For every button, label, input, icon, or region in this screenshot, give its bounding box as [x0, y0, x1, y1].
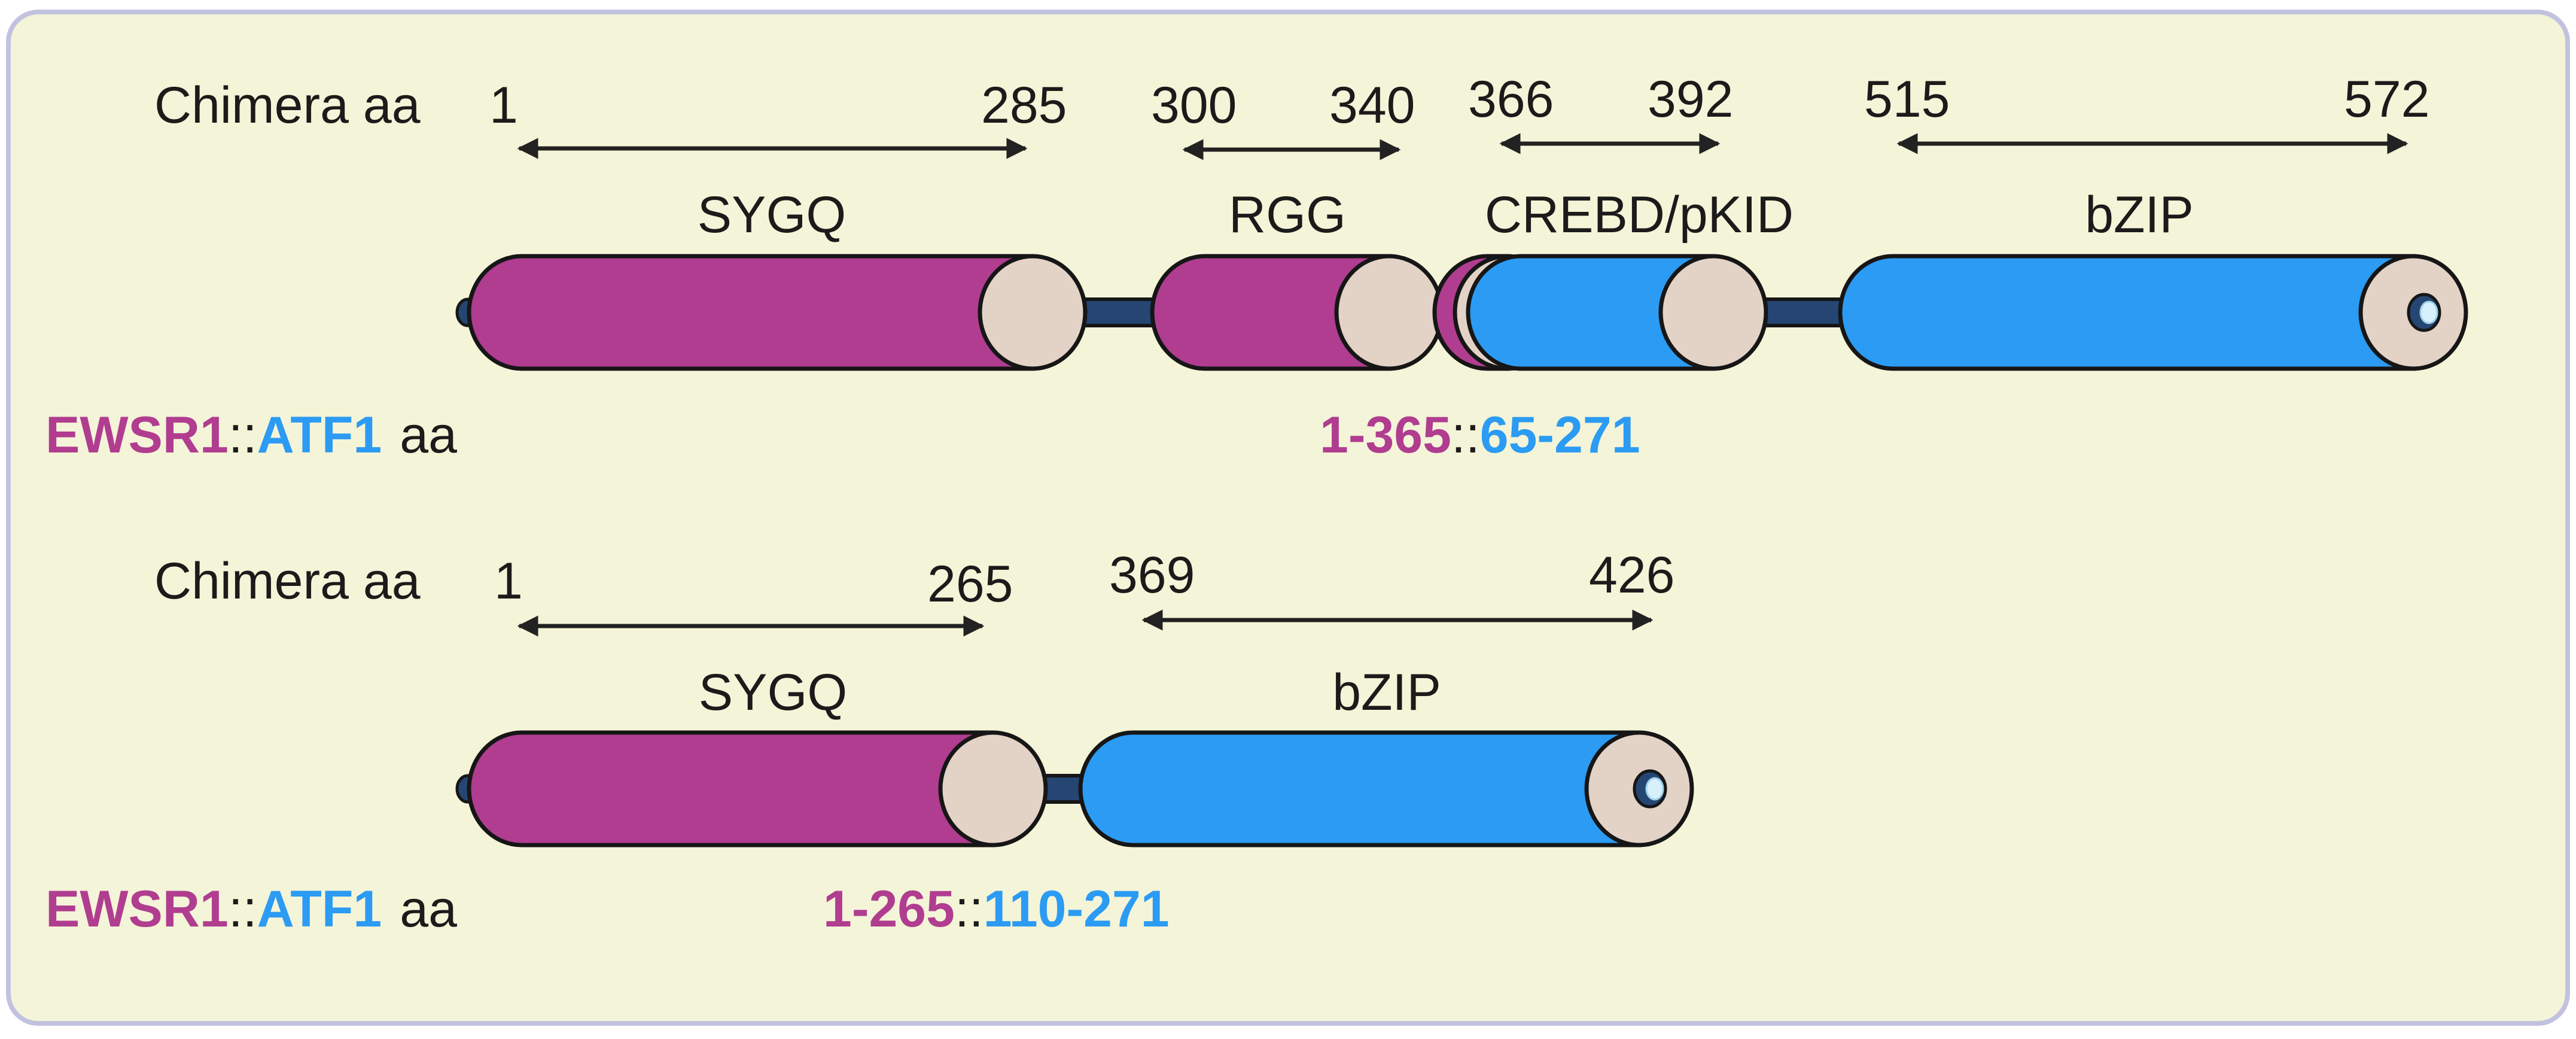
protein-cylinders	[455, 254, 2468, 371]
svg-text:1-365::65-271: 1-365::65-271	[1320, 406, 1640, 464]
fusion-separator: ::	[229, 880, 257, 938]
crebd-pkid-domain-cylinder	[1466, 254, 1716, 371]
domain-label-sygq: SYGQ	[698, 186, 847, 244]
domain-label-crebd-pkid: CREBD/pKID	[1485, 186, 1794, 244]
chimera-aa-label: Chimera aa	[154, 77, 421, 134]
gene1-name: EWSR1	[45, 880, 229, 938]
protein-cylinders	[455, 730, 1694, 847]
sygq-domain-cylinder	[467, 730, 995, 847]
gene1-name: EWSR1	[45, 406, 229, 464]
fusion-label-left: EWSR1::ATF1 aa	[45, 880, 457, 938]
figure-frame	[6, 10, 2570, 1026]
position-label: 1	[494, 552, 523, 610]
position-label: 285	[981, 77, 1067, 134]
cylinder-end-cap	[1658, 254, 1768, 371]
domain-label-bzip: bZIP	[2085, 186, 2194, 244]
chimera-aa-label: Chimera aa	[154, 552, 421, 610]
sygq-domain-cylinder	[467, 254, 1035, 371]
cylinder-end-cap	[978, 254, 1088, 371]
position-label: 426	[1589, 546, 1675, 604]
gene2-range: 65-271	[1480, 406, 1640, 464]
position-label: 265	[927, 555, 1013, 613]
svg-text:1-265::110-271: 1-265::110-271	[823, 880, 1170, 938]
fusion-separator: ::	[229, 406, 257, 464]
cylinder-hole-highlight	[1645, 777, 1664, 801]
position-label: 300	[1151, 77, 1237, 134]
fusion-ranges: 1-365::65-271	[1320, 406, 1640, 464]
rgg-domain-cylinder	[1150, 254, 1391, 371]
aa-suffix: aa	[400, 406, 457, 464]
cylinder-hole-highlight	[2419, 300, 2438, 324]
position-label: 392	[1648, 71, 1734, 128]
gene2-name: ATF1	[257, 880, 382, 938]
aa-suffix: aa	[400, 880, 457, 938]
gene2-name: ATF1	[257, 406, 382, 464]
domain-label-sygq: SYGQ	[699, 664, 848, 721]
bzip-domain-cylinder	[1838, 254, 2416, 371]
cylinder-end-cap	[1334, 254, 1444, 371]
cylinder-end-cap	[938, 730, 1048, 847]
position-label: 515	[1864, 71, 1950, 128]
position-label: 340	[1329, 77, 1415, 134]
construct-1: Chimera aa 1 285 300 340 366 392 515 572…	[45, 71, 2468, 464]
domain-label-rgg: RGG	[1229, 186, 1346, 244]
position-label: 572	[2344, 71, 2430, 128]
construct-2: Chimera aa 1 265 369 426 SYGQ bZIP EWSR1…	[45, 546, 1694, 938]
fusion-separator: ::	[1451, 406, 1480, 464]
fusion-separator: ::	[955, 880, 983, 938]
fusion-ranges: 1-265::110-271	[823, 880, 1170, 938]
bzip-domain-cylinder	[1078, 730, 1642, 847]
position-label: 366	[1468, 71, 1554, 128]
gene2-range: 110-271	[983, 880, 1170, 938]
domain-label-bzip: bZIP	[1332, 664, 1441, 721]
fusion-label-left: EWSR1::ATF1 aa	[45, 406, 457, 464]
gene1-range: 1-365	[1320, 406, 1451, 464]
position-label: 369	[1109, 546, 1195, 604]
position-label: 1	[489, 77, 518, 134]
gene1-range: 1-265	[823, 880, 955, 938]
